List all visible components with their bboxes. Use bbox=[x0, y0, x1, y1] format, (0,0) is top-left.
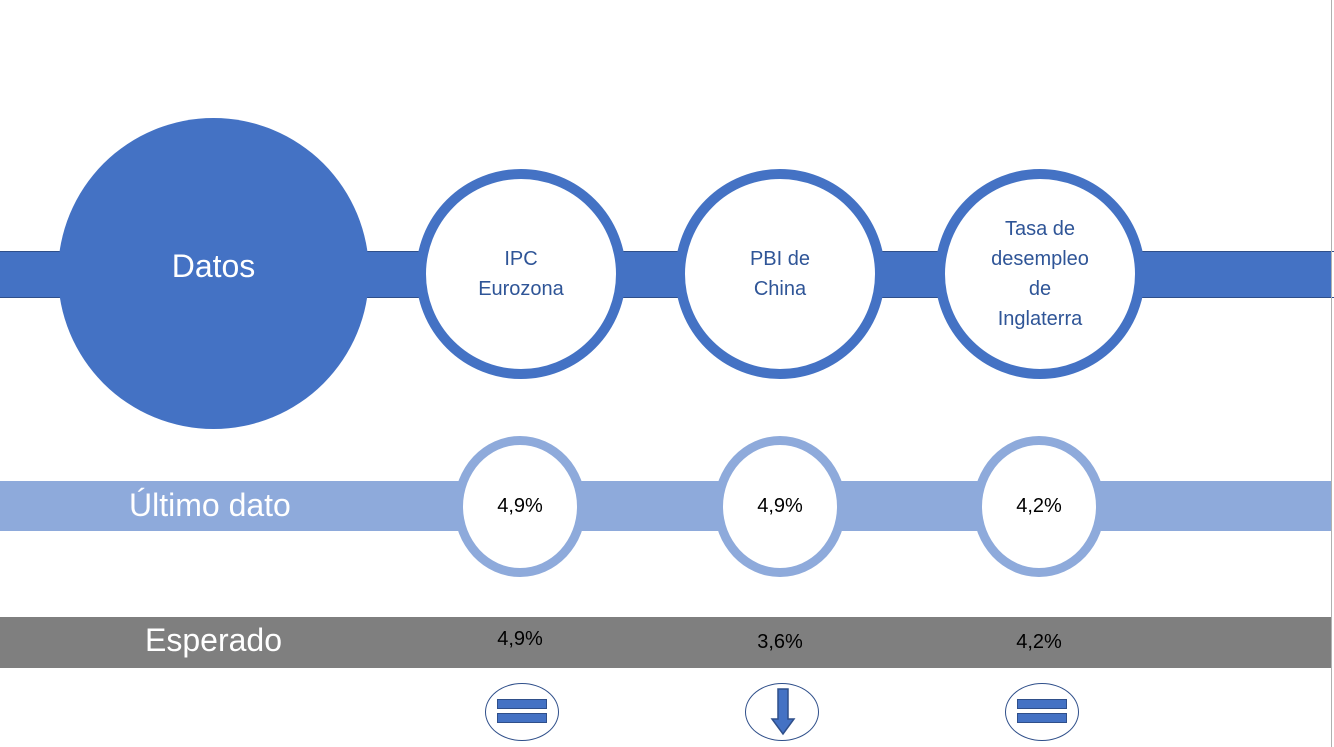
datos-title: Datos bbox=[171, 248, 256, 284]
arrow-down-icon bbox=[745, 683, 819, 741]
ultimo-value: 4,2% bbox=[1016, 495, 1062, 517]
esperado-value: 4,2% bbox=[1016, 631, 1062, 653]
top-band-edge bbox=[0, 251, 1334, 252]
ultimo-ring: 4,9% bbox=[714, 436, 846, 577]
ultimo-ring: 4,2% bbox=[973, 436, 1105, 577]
ultimo-band bbox=[0, 481, 1332, 531]
ultimo-ring: 4,9% bbox=[454, 436, 586, 577]
esperado-band bbox=[0, 617, 1332, 668]
ultimo-value: 4,9% bbox=[497, 495, 543, 517]
equal-icon bbox=[1005, 683, 1079, 741]
top-band-edge bbox=[0, 297, 1334, 298]
datos-circle bbox=[58, 118, 369, 429]
equal-icon bbox=[485, 683, 559, 741]
esperado-label: Esperado bbox=[145, 622, 282, 658]
ultimo-value: 4,9% bbox=[757, 495, 803, 517]
esperado-value: 3,6% bbox=[757, 631, 803, 653]
esperado-value: 4,9% bbox=[497, 628, 543, 650]
page-edge bbox=[1331, 0, 1332, 747]
ultimo-label: Último dato bbox=[129, 487, 291, 523]
